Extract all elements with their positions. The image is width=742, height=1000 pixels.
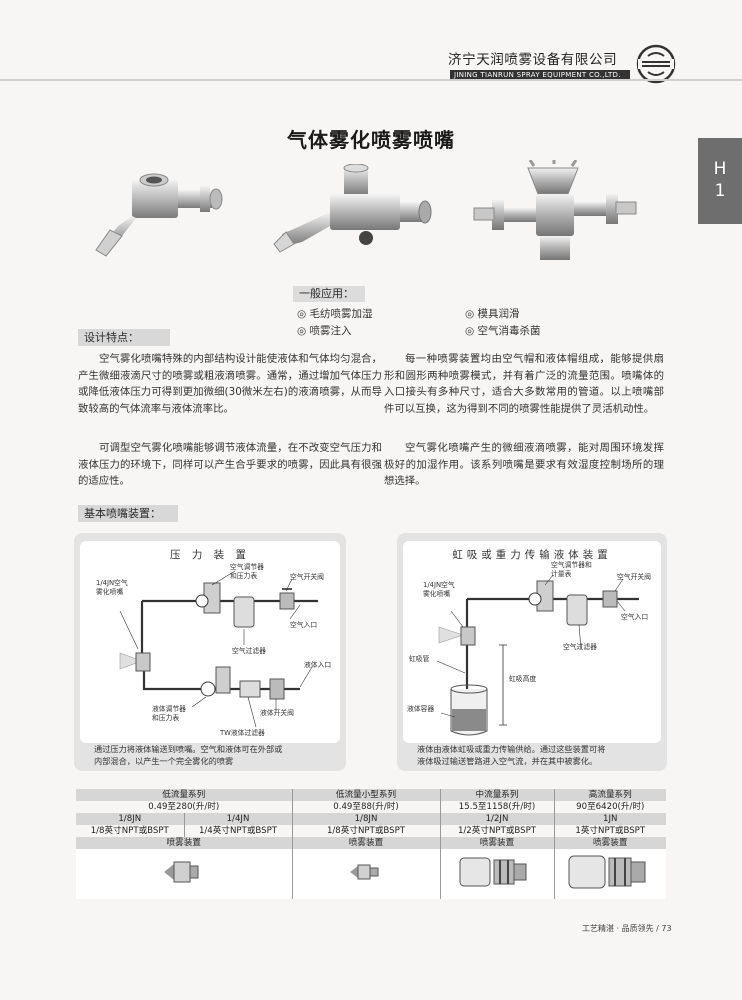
model-cell: 1/8JN — [291, 813, 440, 825]
series-header: 低流量系列 — [76, 789, 292, 801]
series-table: 低流量系列 低流量小型系列 中流量系列 高流量系列 0.49至280(升/时) … — [76, 789, 666, 899]
series-header: 低流量小型系列 — [291, 789, 440, 801]
page-footer: 工艺精湛 · 品质领先 / 73 — [582, 924, 672, 933]
basic-setup-heading: 基本喷嘴装置： — [78, 505, 178, 522]
nozzle-product-photo-1 — [95, 173, 223, 257]
label-air-regulator: 空气调节器和 计量表 — [551, 561, 592, 578]
pressure-setup-diagram: 压 力 装 置 1/4JN空气 雾化喷嘴 空气 — [74, 533, 346, 771]
nozzle-product-photo-3 — [473, 160, 637, 260]
flow-range: 0.49至88(升/时) — [291, 801, 440, 813]
low-flow-nozzle-icon — [163, 861, 199, 883]
label-liquid-valve: 液体开关阀 — [260, 709, 294, 717]
features-paragraph-4: 空气雾化喷嘴产生的微细液滴喷雾，能对周围环境发挥极好的加湿作用。该系列喷嘴是要求… — [384, 442, 664, 488]
device-label: 喷雾装置 — [291, 837, 440, 849]
siphon-setup-schematic — [436, 574, 639, 736]
pressure-setup-schematic — [119, 570, 318, 728]
diagram-caption: 通过压力将液体输送到喷嘴。空气和液体可在外部或 内部混合，以产生一个完全雾化的喷… — [94, 744, 283, 766]
mini-nozzle-icon — [350, 864, 379, 880]
label-air-valve: 空气开关阀 — [617, 573, 651, 581]
series-header: 中流量系列 — [439, 789, 554, 801]
company-name-cn: 济宁天润喷雾设备有限公司 — [448, 52, 618, 68]
device-label: 喷雾装置 — [76, 837, 292, 849]
model-cell: 1/2JN — [439, 813, 554, 825]
high-flow-nozzle-icon — [568, 855, 646, 889]
series-header: 高流量系列 — [553, 789, 666, 801]
application-item: ◎ 模具润滑 — [465, 308, 520, 320]
header-divider — [0, 79, 742, 81]
applications-heading: 一般应用： — [293, 286, 365, 302]
model-cell: 1JN — [553, 813, 666, 825]
diagram-title: 压 力 装 置 — [169, 549, 250, 561]
device-label: 喷雾装置 — [439, 837, 554, 849]
flow-range: 15.5至1158(升/时) — [439, 801, 554, 813]
label-tw-filter: TW液体过滤器 — [220, 729, 265, 737]
features-heading: 设计特点： — [78, 329, 170, 346]
model-cell: 1/4JN — [183, 813, 292, 825]
label-air-valve: 空气开关阀 — [290, 573, 324, 581]
label-air-filter: 空气过滤器 — [232, 647, 266, 655]
features-paragraph-1: 空气雾化喷嘴特殊的内部结构设计能使液体和气体均匀混合，产生微细液滴尺寸的喷雾或粗… — [78, 353, 382, 416]
label-siphon-height: 虹吸高度 — [509, 675, 537, 683]
thread-cell: 1/4英寸NPT或BSPT — [183, 825, 292, 837]
flow-range: 90至6420(升/时) — [553, 801, 666, 813]
device-label: 喷雾装置 — [553, 837, 666, 849]
label-air-inlet: 空气入口 — [621, 613, 649, 621]
thread-cell: 1/8英寸NPT或BSPT — [291, 825, 440, 837]
siphon-setup-diagram: 虹吸或重力传输液体装置 — [397, 533, 667, 771]
label-air-filter: 空气过滤器 — [563, 643, 597, 651]
flow-range: 0.49至280(升/时) — [148, 802, 220, 812]
label-air-inlet: 空气入口 — [290, 621, 318, 629]
label-siphon-tube: 虹吸管 — [409, 655, 430, 663]
label-air-regulator: 空气调节器 和压力表 — [230, 563, 264, 580]
page-title: 气体雾化喷雾喷嘴 — [287, 128, 455, 152]
thread-cell: 1英寸NPT或BSPT — [553, 825, 666, 837]
label-liquid-inlet: 液体入口 — [304, 661, 332, 669]
company-header: 济宁天润喷雾设备有限公司 JINING TIANRUN SPRAY EQUIPM… — [392, 42, 722, 88]
label-liquid-container: 液体容器 — [407, 705, 435, 713]
section-tab: H 1 — [698, 138, 742, 224]
application-item: ◎ 毛纺喷雾加湿 — [297, 308, 373, 320]
medium-flow-nozzle-icon — [459, 857, 527, 887]
features-paragraph-2: 可调型空气雾化喷嘴能够调节液体流量，在不改变空气压力和液体压力的环境下，同样可以… — [78, 442, 382, 488]
application-item: ◎ 喷雾注入 — [297, 325, 352, 337]
thread-cell: 1/8英寸NPT或BSPT — [90, 826, 169, 836]
application-item: ◎ 空气消毒杀菌 — [465, 325, 541, 337]
label-nozzle: 1/4JN空气 雾化喷嘴 — [423, 581, 455, 598]
nozzle-product-photo-2 — [273, 164, 432, 253]
label-liquid-regulator: 液体调节器 和压力表 — [152, 705, 186, 722]
company-logo-icon — [636, 44, 676, 84]
company-name-en: JINING TIANRUN SPRAY EQUIPMENT CO.,LTD. — [450, 70, 630, 81]
diagram-caption: 液体由液体虹吸或重力传输供给。通过这些装置可将 液体吸过输送管路进入空气流，并在… — [417, 744, 606, 766]
model-cell: 1/8JN — [76, 813, 184, 825]
features-paragraph-3: 每一种喷雾装置均由空气帽和液体帽组成，能够提供扇形和圆形两种喷雾模式，并有着广泛… — [384, 353, 664, 416]
label-nozzle: 1/4JN空气 雾化喷嘴 — [96, 579, 128, 596]
diagram-title: 虹吸或重力传输液体装置 — [452, 549, 612, 561]
thread-cell: 1/2英寸NPT或BSPT — [439, 825, 554, 837]
